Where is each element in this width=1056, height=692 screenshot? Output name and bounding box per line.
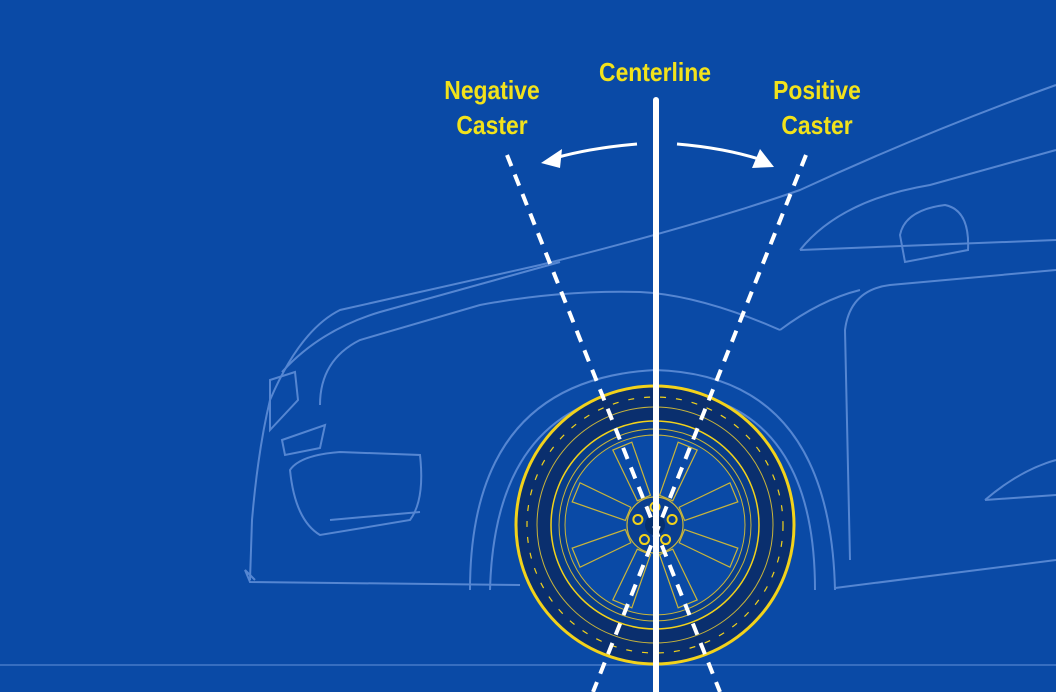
spoke: [678, 481, 739, 522]
lug-nut: [660, 534, 672, 546]
lug-nut: [632, 513, 644, 525]
tire-tread: [526, 396, 784, 654]
spoke: [571, 481, 632, 522]
spokes: [571, 441, 739, 609]
negative-label-line1: Negative: [444, 75, 540, 105]
positive-label-line1: Positive: [773, 75, 861, 105]
spoke: [611, 548, 652, 609]
negative-arrow-head-icon: [541, 149, 562, 168]
car-outline: [0, 84, 1056, 666]
positive-caster-label: Positive Caster: [747, 73, 888, 143]
spoke: [571, 528, 632, 569]
negative-label-line2: Caster: [456, 110, 528, 140]
centerline-label: Centerline: [599, 57, 711, 87]
positive-arrow-head-icon: [752, 149, 774, 168]
caster-lines: [505, 97, 808, 692]
lug-nuts: [632, 501, 678, 546]
positive-arrow: [676, 142, 763, 162]
negative-caster-label: Negative Caster: [422, 73, 563, 143]
positive-label-line2: Caster: [781, 110, 853, 140]
spoke: [658, 441, 699, 502]
lug-nut: [666, 513, 678, 525]
lug-nut: [638, 534, 650, 546]
spoke: [678, 528, 739, 569]
negative-arrow: [554, 142, 638, 160]
spoke: [611, 441, 652, 502]
